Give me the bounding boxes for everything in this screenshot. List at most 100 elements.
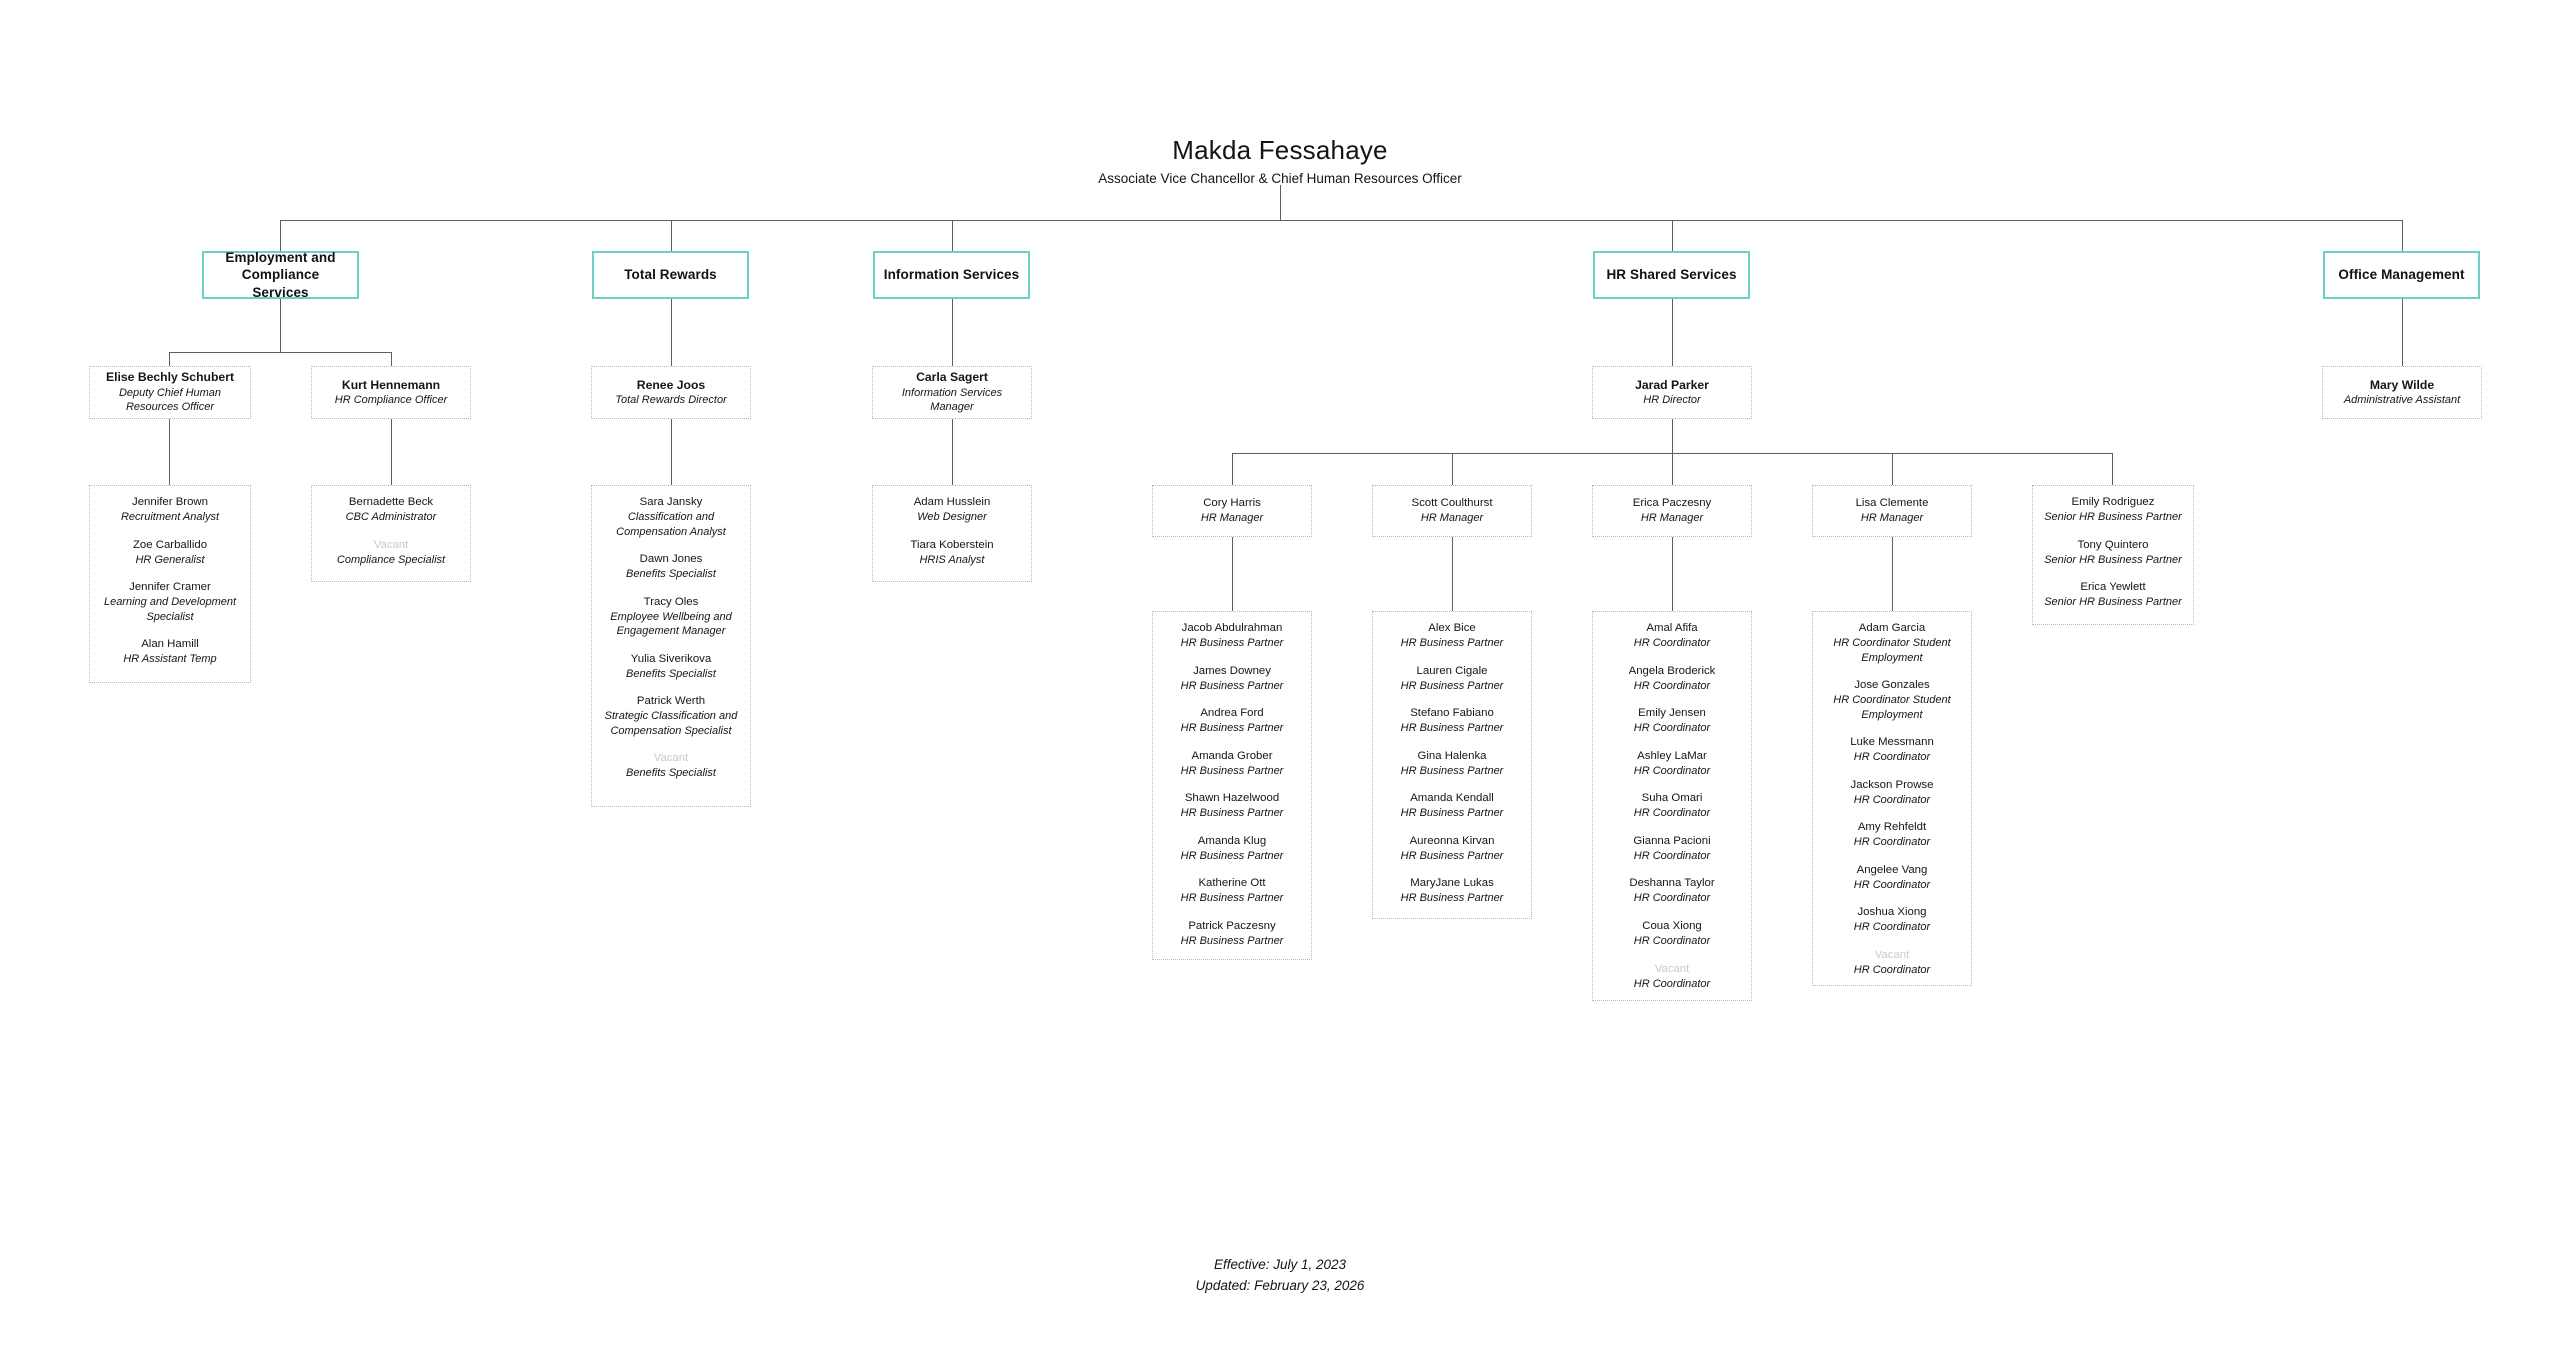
list-item[interactable]: Jennifer Brown Recruitment Analyst <box>96 495 244 525</box>
division-office-management[interactable]: Office Management <box>2323 251 2480 299</box>
list-item[interactable]: Bernadette Beck CBC Administrator <box>318 495 464 525</box>
list-item[interactable]: Vacant Benefits Specialist <box>598 751 744 781</box>
list-item[interactable]: Alan Hamill HR Assistant Temp <box>96 637 244 667</box>
list-item[interactable]: Jennifer Cramer Learning and Development… <box>96 580 244 624</box>
list-item[interactable]: Jose Gonzales HR Coordinator Student Emp… <box>1819 678 1965 722</box>
person-name: Coua Xiong <box>1642 919 1702 932</box>
list-item[interactable]: Yulia Siverikova Benefits Specialist <box>598 652 744 682</box>
list-item[interactable]: James Downey HR Business Partner <box>1159 664 1305 694</box>
person-role: HR Coordinator <box>1633 892 1711 905</box>
person-role: HR Business Partner <box>1400 764 1504 777</box>
person-name: Jennifer Cramer <box>129 581 211 594</box>
list-item[interactable]: Emily Jensen HR Coordinator <box>1599 706 1745 736</box>
footer: Effective: July 1, 2023 Updated: Februar… <box>0 1255 2560 1297</box>
list-item[interactable]: Erica Yewlett Senior HR Business Partner <box>2039 580 2187 610</box>
list-item[interactable]: Emily Rodriguez Senior HR Business Partn… <box>2039 495 2187 525</box>
manager-cory-harris[interactable]: Cory Harris HR Manager <box>1152 485 1312 537</box>
manager-scott-coulthurst[interactable]: Scott Coulthurst HR Manager <box>1372 485 1532 537</box>
division-label: Total Rewards <box>624 267 717 283</box>
person-name: Alan Hamill <box>141 638 199 651</box>
list-item[interactable]: Katherine Ott HR Business Partner <box>1159 876 1305 906</box>
list-item[interactable]: Vacant HR Coordinator <box>1599 962 1745 992</box>
person-role: HR Coordinator <box>1853 793 1931 806</box>
list-item[interactable]: Patrick Werth Strategic Classification a… <box>598 694 744 738</box>
list-item[interactable]: Stefano Fabiano HR Business Partner <box>1379 706 1525 736</box>
list-item[interactable]: Shawn Hazelwood HR Business Partner <box>1159 791 1305 821</box>
leader-mary-wilde[interactable]: Mary Wilde Administrative Assistant <box>2322 366 2482 419</box>
list-item[interactable]: Luke Messmann HR Coordinator <box>1819 735 1965 765</box>
list-item[interactable]: Amy Rehfeldt HR Coordinator <box>1819 820 1965 850</box>
list-item[interactable]: Zoe Carballido HR Generalist <box>96 538 244 568</box>
list-item[interactable]: Amanda Kendall HR Business Partner <box>1379 791 1525 821</box>
list-item[interactable]: Patrick Paczesny HR Business Partner <box>1159 919 1305 949</box>
list-item[interactable]: Jacob Abdulrahman HR Business Partner <box>1159 621 1305 651</box>
list-item[interactable]: Amanda Grober HR Business Partner <box>1159 749 1305 779</box>
list-item[interactable]: Tracy Oles Employee Wellbeing and Engage… <box>598 595 744 639</box>
connector-div2-stem <box>671 299 672 366</box>
leader-renee-joos[interactable]: Renee Joos Total Rewards Director <box>591 366 751 419</box>
leader-kurt-hennemann[interactable]: Kurt Hennemann HR Compliance Officer <box>311 366 471 419</box>
division-information-services[interactable]: Information Services <box>873 251 1030 299</box>
leader-jarad-parker[interactable]: Jarad Parker HR Director <box>1592 366 1752 419</box>
team-cory-harris[interactable]: Jacob Abdulrahman HR Business Partner Ja… <box>1152 611 1312 960</box>
person-name: Jose Gonzales <box>1854 679 1930 692</box>
list-item[interactable]: Vacant Compliance Specialist <box>318 538 464 568</box>
list-item[interactable]: Coua Xiong HR Coordinator <box>1599 919 1745 949</box>
list-item[interactable]: Adam Garcia HR Coordinator Student Emplo… <box>1819 621 1965 665</box>
list-item[interactable]: Aureonna Kirvan HR Business Partner <box>1379 834 1525 864</box>
list-item[interactable]: Angela Broderick HR Coordinator <box>1599 664 1745 694</box>
list-item[interactable]: MaryJane Lukas HR Business Partner <box>1379 876 1525 906</box>
team-lisa-clemente[interactable]: Adam Garcia HR Coordinator Student Emplo… <box>1812 611 1972 986</box>
connector-div1-to-kurt <box>391 352 392 366</box>
person-role: HR Business Partner <box>1400 849 1504 862</box>
division-hr-shared-services[interactable]: HR Shared Services <box>1593 251 1750 299</box>
leader-elise-bechly-schubert[interactable]: Elise Bechly Schubert Deputy Chief Human… <box>89 366 251 419</box>
list-item[interactable]: Amal Afifa HR Coordinator <box>1599 621 1745 651</box>
list-item[interactable]: Tiara Koberstein HRIS Analyst <box>879 538 1025 568</box>
division-employment-compliance-services[interactable]: Employment and Compliance Services <box>202 250 359 300</box>
list-item[interactable]: Andrea Ford HR Business Partner <box>1159 706 1305 736</box>
list-item[interactable]: Sara Jansky Classification and Compensat… <box>598 495 744 539</box>
list-item[interactable]: Vacant HR Coordinator <box>1819 948 1965 978</box>
person-role: Learning and Development Specialist <box>103 596 237 623</box>
person-name: Adam Garcia <box>1858 622 1926 634</box>
connector-div1-stem <box>280 299 281 352</box>
person-name: Jarad Parker <box>1635 377 1709 392</box>
list-item[interactable]: Joshua Xiong HR Coordinator <box>1819 905 1965 935</box>
list-item[interactable]: Adam Husslein Web Designer <box>879 495 1025 525</box>
person-name: Elise Bechly Schubert <box>105 370 235 385</box>
person-name: Mary Wilde <box>2369 377 2435 392</box>
person-name: Angela Broderick <box>1628 664 1716 677</box>
leader-carla-sagert[interactable]: Carla Sagert Information Services Manage… <box>872 366 1032 419</box>
list-item[interactable]: Angelee Vang HR Coordinator <box>1819 863 1965 893</box>
team-renee-joos[interactable]: Sara Jansky Classification and Compensat… <box>591 485 751 807</box>
connector-scott-to-team <box>1452 537 1453 611</box>
division-total-rewards[interactable]: Total Rewards <box>592 251 749 299</box>
manager-erica-paczesny[interactable]: Erica Paczesny HR Manager <box>1592 485 1752 537</box>
person-role: Senior HR Business Partner <box>2044 596 2182 609</box>
list-item[interactable]: Amanda Klug HR Business Partner <box>1159 834 1305 864</box>
team-erica-paczesny[interactable]: Amal Afifa HR Coordinator Angela Broderi… <box>1592 611 1752 1001</box>
list-item[interactable]: Tony Quintero Senior HR Business Partner <box>2039 538 2187 568</box>
list-item[interactable]: Deshanna Taylor HR Coordinator <box>1599 876 1745 906</box>
list-item[interactable]: Dawn Jones Benefits Specialist <box>598 552 744 582</box>
person-role: Benefits Specialist <box>626 568 716 581</box>
person-name: Adam Husslein <box>913 496 991 508</box>
list-item[interactable]: Jackson Prowse HR Coordinator <box>1819 778 1965 808</box>
list-item[interactable]: Ashley LaMar HR Coordinator <box>1599 749 1745 779</box>
team-elise-bechly-schubert[interactable]: Jennifer Brown Recruitment Analyst Zoe C… <box>89 485 251 683</box>
team-senior-hr-business-partners[interactable]: Emily Rodriguez Senior HR Business Partn… <box>2032 485 2194 625</box>
team-scott-coulthurst[interactable]: Alex Bice HR Business Partner Lauren Cig… <box>1372 611 1532 919</box>
person-name-vacant: Vacant <box>373 538 409 551</box>
list-item[interactable]: Lauren Cigale HR Business Partner <box>1379 664 1525 694</box>
manager-lisa-clemente[interactable]: Lisa Clemente HR Manager <box>1812 485 1972 537</box>
person-name-vacant: Vacant <box>1874 948 1910 961</box>
team-carla-sagert[interactable]: Adam Husslein Web Designer Tiara Koberst… <box>872 485 1032 582</box>
list-item[interactable]: Alex Bice HR Business Partner <box>1379 621 1525 651</box>
list-item[interactable]: Suha Omari HR Coordinator <box>1599 791 1745 821</box>
person-name: Patrick Werth <box>636 695 706 708</box>
list-item[interactable]: Gina Halenka HR Business Partner <box>1379 749 1525 779</box>
list-item[interactable]: Gianna Pacioni HR Coordinator <box>1599 834 1745 864</box>
person-name: Sara Jansky <box>639 496 703 508</box>
team-kurt-hennemann[interactable]: Bernadette Beck CBC Administrator Vacant… <box>311 485 471 582</box>
